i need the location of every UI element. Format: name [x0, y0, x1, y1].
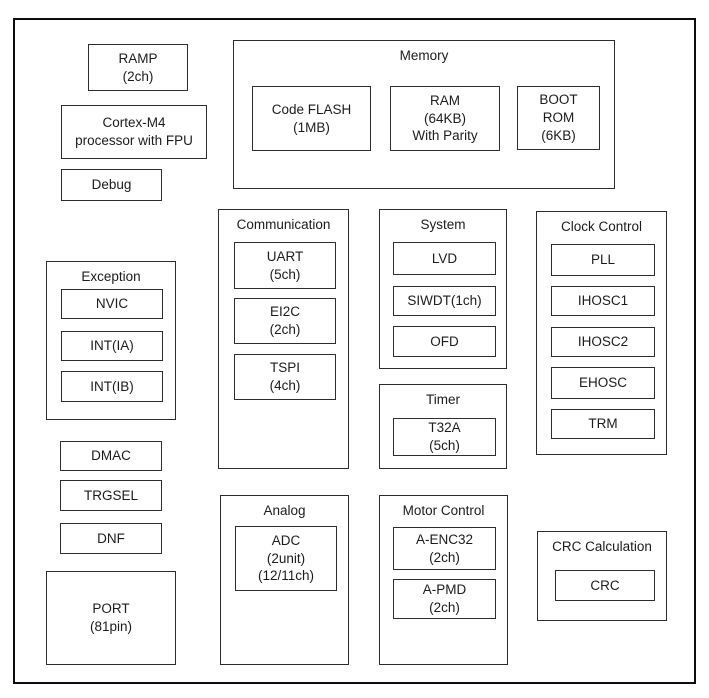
block-cortex-m4-subtitle: processor with FPU [75, 133, 193, 148]
block-lvd-name: LVD [431, 250, 458, 266]
block-int-ia: INT(IA) [61, 331, 163, 361]
block-nvic-name: NVIC [95, 296, 129, 312]
block-ihosc2: IHOSC2 [551, 327, 655, 357]
block-port-name: PORT [92, 601, 130, 617]
block-a-pmd: A-PMD (2ch) [393, 579, 496, 619]
block-debug-name: Debug [91, 177, 132, 193]
group-memory: Memory Code FLASH (1MB) RAM (64KB) With … [233, 40, 615, 189]
block-trgsel-name: TRGSEL [83, 487, 138, 503]
block-ofd: OFD [393, 326, 496, 357]
group-motor-control-title: Motor Control [402, 503, 485, 518]
block-ofd-name: OFD [430, 333, 459, 349]
block-ehosc-name: EHOSC [578, 375, 627, 391]
block-ramp-channels: (2ch) [122, 68, 154, 84]
block-boot-rom-size: (6KB) [541, 127, 576, 143]
block-a-enc32-channels: (2ch) [429, 549, 460, 565]
group-exception: Exception NVIC INT(IA) INT(IB) [46, 261, 176, 420]
block-t32a: T32A (5ch) [393, 418, 496, 456]
block-int-ib-name: INT(IB) [90, 378, 134, 394]
block-code-flash: Code FLASH (1MB) [252, 86, 371, 151]
block-pll-name: PLL [590, 252, 616, 268]
group-exception-title: Exception [81, 269, 141, 284]
block-siwdt-name: SIWDT(1ch) [407, 293, 482, 309]
block-siwdt: SIWDT(1ch) [393, 286, 496, 316]
block-cortex-m4-name: Cortex-M4 [102, 115, 166, 131]
block-ei2c-channels: (2ch) [269, 322, 301, 337]
group-motor-control: Motor Control A-ENC32 (2ch) A-PMD (2ch) [379, 495, 508, 665]
chip-outline: RAMP (2ch) Cortex-M4 processor with FPU … [13, 18, 696, 684]
block-code-flash-size: (1MB) [293, 119, 330, 135]
block-port-pins: (81pin) [89, 619, 133, 634]
block-dnf-name: DNF [97, 530, 125, 546]
block-ramp: RAMP (2ch) [88, 44, 188, 91]
block-ei2c-name: EI2C [269, 304, 300, 320]
group-memory-title: Memory [399, 48, 449, 63]
block-ihosc2-name: IHOSC2 [577, 334, 629, 350]
block-crc-name: CRC [590, 577, 620, 593]
group-analog: Analog ADC (2unit) (12/11ch) [220, 495, 349, 665]
group-crc-calculation: CRC Calculation CRC [537, 531, 667, 621]
block-adc-channels: (12/11ch) [257, 568, 315, 584]
group-timer-title: Timer [426, 392, 460, 407]
block-pll: PLL [551, 244, 655, 276]
block-ram-size: (64KB) [423, 110, 467, 126]
block-boot-rom-name1: BOOT [539, 92, 578, 108]
block-adc-name: ADC [271, 532, 301, 548]
block-dmac-name: DMAC [91, 448, 131, 464]
block-tspi-channels: (4ch) [269, 378, 301, 393]
block-tspi: TSPI (4ch) [234, 354, 336, 400]
block-a-pmd-channels: (2ch) [429, 600, 460, 615]
block-nvic: NVIC [61, 289, 163, 319]
block-dnf: DNF [60, 523, 162, 554]
group-crc-calculation-title: CRC Calculation [552, 539, 652, 554]
group-system-title: System [420, 217, 466, 232]
block-ihosc1: IHOSC1 [551, 286, 655, 316]
block-boot-rom: BOOT ROM (6KB) [517, 86, 600, 150]
group-clock-control: Clock Control PLL IHOSC1 IHOSC2 EHOSC TR… [536, 211, 667, 455]
block-a-pmd-name: A-PMD [422, 582, 467, 598]
block-t32a-name: T32A [428, 420, 461, 436]
block-code-flash-name: Code FLASH [271, 101, 352, 117]
block-a-enc32: A-ENC32 (2ch) [393, 527, 496, 570]
block-ei2c: EI2C (2ch) [234, 298, 336, 344]
block-t32a-channels: (5ch) [429, 438, 460, 453]
group-communication: Communication UART (5ch) EI2C (2ch) TSPI… [218, 209, 349, 469]
group-clock-control-title: Clock Control [560, 219, 643, 234]
block-lvd: LVD [393, 242, 496, 275]
block-ehosc: EHOSC [551, 367, 655, 399]
block-dmac: DMAC [60, 441, 162, 471]
block-uart-channels: (5ch) [269, 266, 301, 282]
block-int-ia-name: INT(IA) [90, 338, 134, 354]
block-uart: UART (5ch) [234, 242, 336, 289]
block-trm-name: TRM [588, 416, 618, 432]
block-ramp-name: RAMP [118, 50, 158, 66]
block-trm: TRM [551, 409, 655, 439]
block-int-ib: INT(IB) [61, 371, 163, 402]
block-trgsel: TRGSEL [60, 480, 162, 511]
block-ram-parity: With Parity [412, 128, 478, 144]
group-system: System LVD SIWDT(1ch) OFD [379, 209, 507, 369]
block-ram: RAM (64KB) With Parity [390, 86, 500, 151]
block-debug: Debug [61, 169, 162, 201]
block-adc: ADC (2unit) (12/11ch) [235, 526, 337, 591]
block-boot-rom-name2: ROM [542, 110, 575, 126]
block-ihosc1-name: IHOSC1 [577, 293, 629, 309]
block-crc: CRC [555, 570, 655, 601]
block-uart-name: UART [266, 248, 304, 264]
block-adc-units: (2unit) [266, 550, 306, 566]
block-cortex-m4: Cortex-M4 processor with FPU [61, 105, 207, 159]
block-tspi-name: TSPI [269, 360, 300, 376]
block-ram-name: RAM [430, 92, 460, 108]
group-timer: Timer T32A (5ch) [379, 384, 507, 469]
group-communication-title: Communication [236, 217, 331, 232]
block-a-enc32-name: A-ENC32 [415, 531, 474, 547]
group-analog-title: Analog [263, 503, 306, 518]
block-port: PORT (81pin) [46, 571, 176, 665]
